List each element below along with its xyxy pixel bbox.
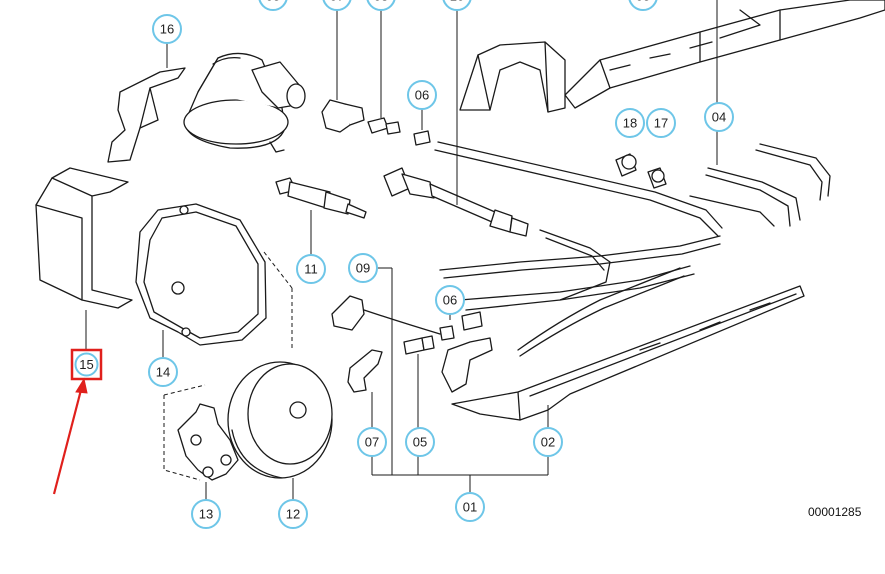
manifold-cover-drawing (459, 0, 885, 113)
callout-label: 07 (365, 435, 379, 450)
distributor-housing-14-drawing (135, 203, 293, 358)
bracket-16-drawing (107, 67, 186, 163)
callout-14[interactable]: 14 (148, 357, 178, 387)
callout-07a[interactable]: 07 (322, 0, 352, 11)
callout-label: 09 (356, 261, 370, 276)
callout-label: 13 (199, 507, 213, 522)
callout-07b[interactable]: 07 (357, 427, 387, 457)
callout-label: 01 (463, 500, 477, 515)
angled-boot-drawing (441, 311, 493, 393)
callout-11[interactable]: 11 (296, 254, 326, 284)
callout-label: 18 (623, 116, 637, 131)
callout-18[interactable]: 18 (615, 108, 645, 138)
callout-08b[interactable]: 08 (628, 0, 658, 11)
plug-boot-07-drawing (321, 10, 365, 133)
leader-lines (85, 42, 549, 493)
callout-label: 04 (712, 110, 726, 125)
callout-label: 17 (654, 116, 668, 131)
distributor-cap-drawing (183, 52, 306, 153)
ignition-lead-10-drawing (383, 10, 529, 237)
grommets-18-17-drawing (615, 153, 667, 189)
callout-09[interactable]: 09 (348, 253, 378, 283)
callout-02[interactable]: 02 (533, 427, 563, 457)
callout-10[interactable]: 10 (442, 0, 472, 11)
callout-label: 02 (541, 435, 555, 450)
callout-16[interactable]: 16 (152, 14, 182, 44)
callout-label: 07 (330, 0, 344, 4)
shield-15-drawing (35, 167, 133, 309)
lead-09-drawing (331, 267, 455, 475)
callout-05[interactable]: 05 (405, 427, 435, 457)
callout-label: 06 (443, 293, 457, 308)
callout-label: 16 (160, 22, 174, 37)
callout-label: 05 (413, 435, 427, 450)
callout-08a[interactable]: 08 (258, 0, 288, 11)
callout-label: 12 (286, 507, 300, 522)
harness-drawing (434, 0, 831, 357)
callout-label: 11 (304, 262, 318, 277)
callout-label: 10 (450, 0, 464, 4)
callout-17[interactable]: 17 (646, 108, 676, 138)
callout-label: 06 (415, 88, 429, 103)
spark-plug-11-drawing (275, 177, 367, 255)
callout-06b[interactable]: 06 (435, 285, 465, 315)
red-arrow-pointer (52, 377, 88, 495)
callout-13[interactable]: 13 (191, 499, 221, 529)
cover-12-drawing (227, 361, 333, 500)
callout-label: 15 (79, 357, 93, 372)
callout-label: 03 (374, 0, 388, 4)
callout-04[interactable]: 04 (704, 102, 734, 132)
diagram-code: 00001285 (808, 505, 862, 519)
rail-02-drawing (451, 285, 805, 430)
connector-05-drawing (403, 335, 435, 430)
rotor-13-drawing (163, 384, 239, 500)
plug-boot-07b-drawing (347, 349, 383, 430)
callout-06a[interactable]: 06 (407, 80, 437, 110)
callout-12[interactable]: 12 (278, 499, 308, 529)
callout-label: 08 (636, 0, 650, 4)
grommet-06-drawing (413, 130, 431, 146)
callout-label: 14 (156, 365, 170, 380)
connector-03-drawing (367, 10, 401, 135)
callout-label: 08 (266, 0, 280, 4)
callout-03[interactable]: 03 (366, 0, 396, 11)
callout-15-highlighted[interactable]: 15 (70, 348, 103, 381)
callout-01[interactable]: 01 (455, 492, 485, 522)
